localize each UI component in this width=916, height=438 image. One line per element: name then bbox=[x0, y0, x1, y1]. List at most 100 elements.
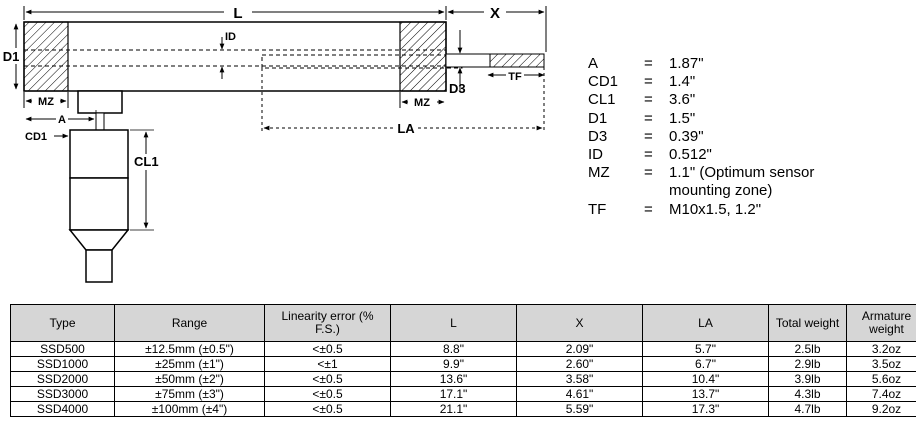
table-cell: 9.9" bbox=[390, 356, 517, 372]
spec-equals: = bbox=[644, 73, 653, 91]
spec-value: 0.512" bbox=[669, 146, 712, 164]
spec-equals: = bbox=[644, 109, 653, 127]
spec-row: D1=1.5" bbox=[588, 110, 814, 128]
label-A: A bbox=[58, 114, 66, 126]
hatch-left bbox=[23, 21, 69, 92]
table-cell: 17.3" bbox=[642, 401, 769, 417]
label-CD1: CD1 bbox=[25, 131, 47, 143]
dim-D1: D1 bbox=[1, 23, 21, 90]
column-header: Linearity error (% F.S.) bbox=[264, 304, 391, 342]
spec-equals: = bbox=[644, 164, 653, 182]
spec-symbol: A bbox=[588, 55, 599, 72]
table-cell: <±0.5 bbox=[264, 371, 391, 387]
spec-symbol: TF bbox=[588, 200, 607, 218]
table-cell: SSD3000 bbox=[10, 386, 115, 402]
spec-symbol: CL1 bbox=[588, 91, 616, 109]
spec-row: CL1 = 3.6" bbox=[588, 91, 814, 109]
label-LA: LA bbox=[397, 121, 415, 136]
dim-ID: ID bbox=[219, 31, 236, 79]
spec-symbol: CD1 bbox=[588, 73, 619, 91]
dim-LA: LA bbox=[261, 67, 545, 136]
threaded-rod bbox=[445, 53, 545, 68]
dim-CL1: CL1 bbox=[130, 129, 159, 231]
dim-CD1: CD1 bbox=[25, 131, 69, 143]
label-D1: D1 bbox=[3, 49, 20, 64]
spec-equals: = bbox=[644, 200, 653, 218]
spec-equals: = bbox=[644, 127, 653, 145]
spec-equals: = bbox=[644, 146, 653, 164]
column-header: X bbox=[516, 304, 643, 342]
table-cell: SSD500 bbox=[10, 341, 115, 357]
label-TF: TF bbox=[508, 71, 522, 83]
dim-D3: D3 bbox=[449, 30, 466, 96]
table-cell: 2.9lb bbox=[768, 356, 847, 372]
spec-symbol: MZ bbox=[588, 164, 610, 182]
column-header: LA bbox=[642, 304, 769, 342]
table-cell: 7.4oz bbox=[846, 386, 916, 402]
spec-symbol: ID bbox=[588, 146, 603, 164]
label-D3: D3 bbox=[449, 81, 466, 96]
table-cell: <±0.5 bbox=[264, 386, 391, 402]
table-cell: SSD4000 bbox=[10, 401, 115, 417]
label-CL1: CL1 bbox=[134, 154, 159, 169]
table-cell: SSD1000 bbox=[10, 356, 115, 372]
table-cell: 5.6oz bbox=[846, 371, 916, 387]
table-cell: 5.7" bbox=[642, 341, 769, 357]
spec-row: CD1 = 1.4" bbox=[588, 73, 814, 91]
table-cell: 5.59" bbox=[516, 401, 643, 417]
spec-equals: = bbox=[644, 91, 653, 109]
spec-value: 1.4" bbox=[669, 73, 696, 91]
spec-value: 0.39" bbox=[669, 127, 704, 145]
table-cell: 21.1" bbox=[390, 401, 517, 417]
spec-row: D3=0.39" bbox=[588, 128, 814, 146]
table-cell: 4.61" bbox=[516, 386, 643, 402]
spec-value: 1.1" (Optimum sensor mounting zone) bbox=[669, 164, 815, 200]
table-cell: <±1 bbox=[264, 356, 391, 372]
table-cell: ±12.5mm (±0.5") bbox=[114, 341, 265, 357]
column-header: Range bbox=[114, 304, 265, 342]
hatch-right bbox=[399, 21, 447, 92]
spec-value: M10x1.5, 1.2" bbox=[669, 200, 762, 218]
table-cell: 3.5oz bbox=[846, 356, 916, 372]
table-cell: ±25mm (±1") bbox=[114, 356, 265, 372]
table-cell: 4.7lb bbox=[768, 401, 847, 417]
table-cell: 6.7" bbox=[642, 356, 769, 372]
dim-L: L bbox=[23, 5, 447, 22]
connector bbox=[68, 90, 130, 283]
table-cell: 13.7" bbox=[642, 386, 769, 402]
dimension-drawing: L X D1 ID D3 TF MZ bbox=[1, 5, 547, 283]
label-ID: ID bbox=[225, 31, 236, 43]
table-cell: <±0.5 bbox=[264, 401, 391, 417]
spec-equals: = bbox=[644, 55, 653, 72]
spec-value: 3.6" bbox=[669, 91, 696, 109]
spec-row: ID = 0.512" bbox=[588, 146, 814, 164]
label-MZ-left: MZ bbox=[38, 96, 54, 108]
spec-list: A=1.87"CD1=1.4"CL1=3.6"D1=1.5"D3=0.39"ID… bbox=[588, 55, 814, 219]
table-cell: 8.8" bbox=[390, 341, 517, 357]
table-cell: 2.5lb bbox=[768, 341, 847, 357]
dim-TF: TF bbox=[487, 71, 545, 83]
table-cell: ±100mm (±4") bbox=[114, 401, 265, 417]
label-MZ-right: MZ bbox=[414, 97, 430, 109]
spec-value: 1.87" bbox=[669, 55, 704, 72]
spec-row: A = 1.87" bbox=[588, 55, 814, 73]
table-cell: 3.9lb bbox=[768, 371, 847, 387]
table-cell: 13.6" bbox=[390, 371, 517, 387]
table-cell: <±0.5 bbox=[264, 341, 391, 357]
table-cell: 9.2oz bbox=[846, 401, 916, 417]
table-cell: ±75mm (±3") bbox=[114, 386, 265, 402]
column-header: Armature weight bbox=[846, 304, 916, 342]
table-cell: 3.2oz bbox=[846, 341, 916, 357]
dim-MZ-left: MZ bbox=[23, 92, 69, 108]
table-cell: 2.60" bbox=[516, 356, 643, 372]
spec-row: TF = M10x1.5, 1.2" bbox=[588, 201, 814, 219]
dim-MZ-right: MZ bbox=[399, 92, 445, 109]
